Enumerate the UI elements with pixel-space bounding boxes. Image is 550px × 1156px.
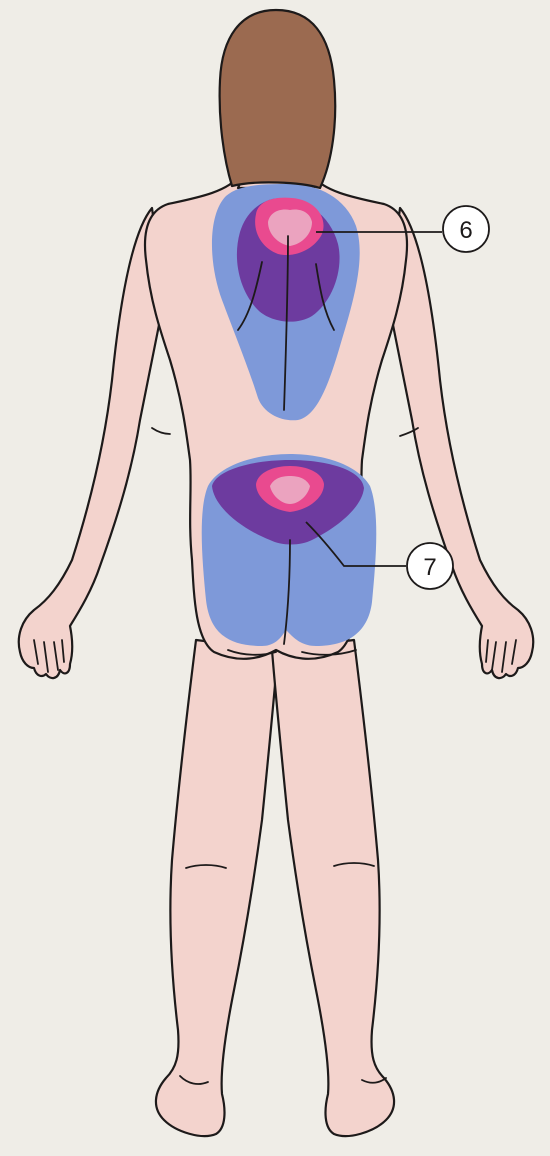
- right-arm: [388, 208, 533, 678]
- right-leg: [272, 640, 394, 1136]
- left-leg: [156, 640, 278, 1136]
- left-arm: [19, 208, 164, 678]
- lower-back-zone: [202, 454, 377, 646]
- callout-7-label: 7: [423, 554, 436, 581]
- callout-6-label: 6: [459, 217, 472, 244]
- hair: [220, 10, 336, 188]
- left-elbow-crease: [152, 428, 170, 434]
